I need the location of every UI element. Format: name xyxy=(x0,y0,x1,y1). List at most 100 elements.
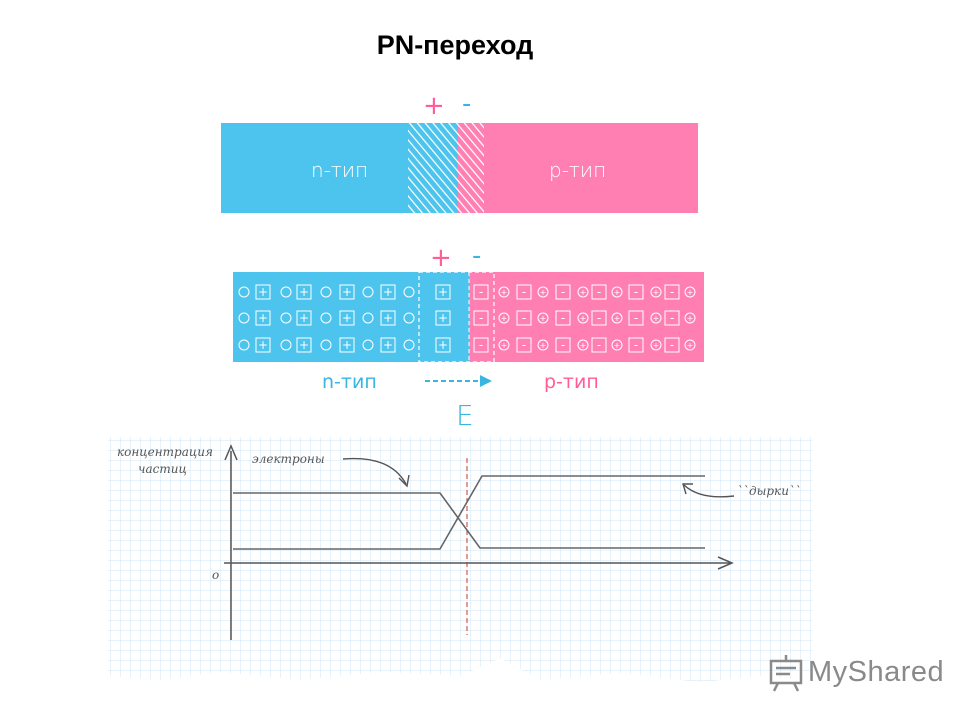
hole-plus: + xyxy=(653,288,660,297)
lattice-n-region xyxy=(233,272,469,362)
hole-plus: + xyxy=(540,314,547,323)
electrons-curve xyxy=(233,492,705,549)
p-region-bar xyxy=(484,123,698,213)
acceptor-ion-minus: - xyxy=(479,285,483,299)
holes-curve xyxy=(233,475,705,550)
hole-plus: + xyxy=(687,288,694,297)
ion-square xyxy=(628,337,644,353)
ion-square xyxy=(435,310,451,326)
top-minus-sign: - xyxy=(462,89,471,119)
acceptor-ion-minus: - xyxy=(522,338,526,352)
acceptor-ion-minus: - xyxy=(634,285,638,299)
electrons-pointer-arrowhead xyxy=(398,474,410,488)
acceptor-ion-minus: - xyxy=(522,285,526,299)
hole-circle xyxy=(577,339,589,351)
presentation-board-icon xyxy=(769,655,803,692)
y-axis-arrowhead xyxy=(224,444,238,461)
hole-plus: + xyxy=(614,314,621,323)
hole-plus: + xyxy=(501,288,508,297)
hole-circle xyxy=(684,339,696,351)
ion-square xyxy=(255,337,271,353)
acceptor-ion-minus: - xyxy=(561,285,565,299)
lattice-plus-sign: + xyxy=(430,243,452,273)
acceptor-ion-minus: - xyxy=(561,338,565,352)
donor-ion-plus: + xyxy=(383,338,393,352)
y-axis-label-line1: концентрация xyxy=(117,445,213,459)
electron-circle xyxy=(238,339,250,351)
concentration-graph: концентрация частиц o электроны ``дырки`… xyxy=(108,437,812,682)
electron-circle xyxy=(320,286,332,298)
acceptor-ion-minus: - xyxy=(670,285,674,299)
ion-square xyxy=(296,310,312,326)
donor-ion-plus: + xyxy=(299,285,309,299)
donor-ion-plus: + xyxy=(383,285,393,299)
electron-circle xyxy=(403,312,415,324)
acceptor-ion-minus: - xyxy=(670,311,674,325)
y-axis-label-line2: частиц xyxy=(138,462,187,476)
ion-square xyxy=(628,310,644,326)
hole-circle xyxy=(577,312,589,324)
ion-square xyxy=(255,310,271,326)
hole-circle xyxy=(498,312,510,324)
acceptor-ion-minus: - xyxy=(522,311,526,325)
electron-circle xyxy=(238,312,250,324)
ion-square xyxy=(255,284,271,300)
hole-circle xyxy=(684,312,696,324)
ion-square xyxy=(339,284,355,300)
hole-circle xyxy=(611,339,623,351)
acceptor-ion-minus: - xyxy=(670,338,674,352)
acceptor-ion-minus: - xyxy=(634,311,638,325)
hole-plus: + xyxy=(614,341,621,350)
ion-square xyxy=(380,284,396,300)
top-p-type-label: p-тип xyxy=(549,158,606,182)
lattice-p-type-label: p-тип xyxy=(544,371,599,393)
ion-square xyxy=(380,310,396,326)
ion-square xyxy=(516,310,532,326)
hole-plus: + xyxy=(540,288,547,297)
ion-square xyxy=(296,284,312,300)
ion-square xyxy=(591,284,607,300)
ion-square xyxy=(435,284,451,300)
hole-plus: + xyxy=(687,314,694,323)
donor-ion-plus: + xyxy=(342,338,352,352)
ion-square xyxy=(664,337,680,353)
ion-square xyxy=(473,284,489,300)
ion-square xyxy=(339,337,355,353)
hole-plus: + xyxy=(687,341,694,350)
donor-ion-plus: + xyxy=(299,311,309,325)
donor-ion-plus: + xyxy=(258,285,268,299)
hole-circle xyxy=(537,339,549,351)
hole-circle xyxy=(650,286,662,298)
ion-square xyxy=(591,337,607,353)
ion-square xyxy=(555,284,571,300)
ion-square xyxy=(435,337,451,353)
lattice-minus-sign: - xyxy=(472,241,481,271)
lattice-n-type-label: n-тип xyxy=(322,371,377,393)
donor-ion-plus: + xyxy=(438,285,448,299)
donor-ion-plus: + xyxy=(258,338,268,352)
electron-circle xyxy=(403,286,415,298)
hole-plus: + xyxy=(653,341,660,350)
top-n-type-label: n-тип xyxy=(311,158,368,182)
graph-paper xyxy=(108,437,812,682)
donor-ion-plus: + xyxy=(342,311,352,325)
acceptor-ion-minus: - xyxy=(597,338,601,352)
acceptor-ion-minus: - xyxy=(561,311,565,325)
donor-ion-plus: + xyxy=(342,285,352,299)
electrons-label: электроны xyxy=(252,452,325,466)
ion-square xyxy=(516,284,532,300)
hole-plus: + xyxy=(580,314,587,323)
ion-square xyxy=(473,337,489,353)
electron-circle xyxy=(280,312,292,324)
n-region-bar xyxy=(221,123,408,213)
x-axis-arrowhead xyxy=(717,556,734,570)
lattice-cells: +++++-++++++-----+++++-++++++-----+++++-… xyxy=(238,284,696,353)
electrons-pointer-arrow xyxy=(342,457,407,485)
ion-square xyxy=(473,310,489,326)
watermark-logo: MyShared xyxy=(808,656,945,688)
acceptor-ion-minus: - xyxy=(634,338,638,352)
ion-square xyxy=(591,310,607,326)
electron-circle xyxy=(280,286,292,298)
ion-square xyxy=(628,284,644,300)
